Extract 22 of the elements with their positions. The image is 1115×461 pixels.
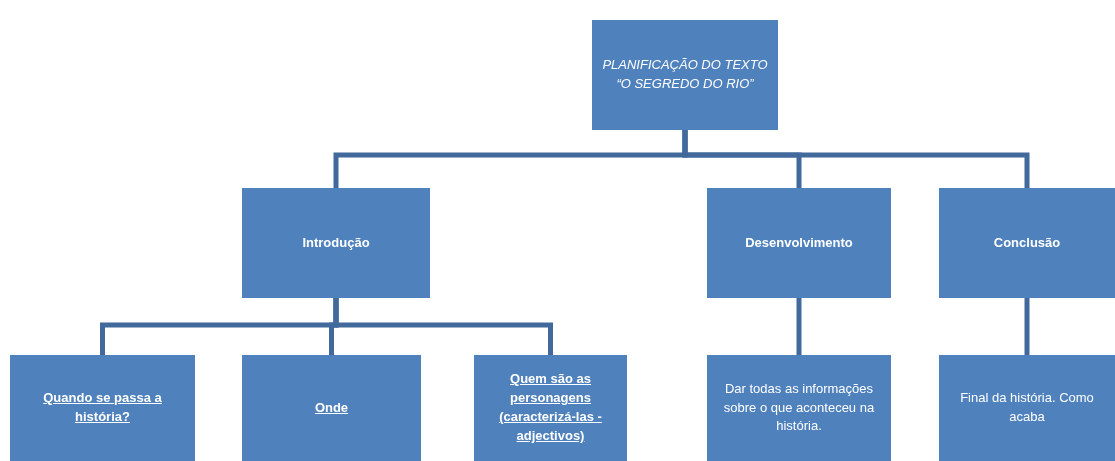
text-box (242, 355, 421, 461)
connector-line (333, 298, 553, 355)
text-box (592, 20, 778, 130)
box-label: Quando se passa a história? (42, 389, 163, 426)
text-box (707, 355, 891, 461)
box-label: PLANIFICAÇÃO DO TEXTO “O SEGREDO DO RIO” (601, 56, 769, 93)
box-label: Final da história. Como acaba (959, 389, 1095, 426)
connector-line (796, 298, 802, 355)
text-box (474, 355, 627, 461)
box-label: Desenvolvimento (745, 233, 853, 252)
text-box (10, 355, 195, 461)
box-label: Dar todas as informações sobre o que aconteceu na história. (722, 379, 876, 436)
box-label: Onde (314, 398, 349, 417)
text-box (242, 188, 430, 298)
box-label: Quem são as personagens (caracterizá-las - adjectivos) (498, 370, 603, 445)
text-box (939, 188, 1115, 298)
text-box (939, 355, 1115, 461)
box-label: Conclusão (993, 233, 1061, 252)
connector-line (1024, 298, 1030, 355)
box-label: Introdução (302, 233, 370, 252)
connector-line (682, 130, 1030, 188)
text-box (707, 188, 891, 298)
